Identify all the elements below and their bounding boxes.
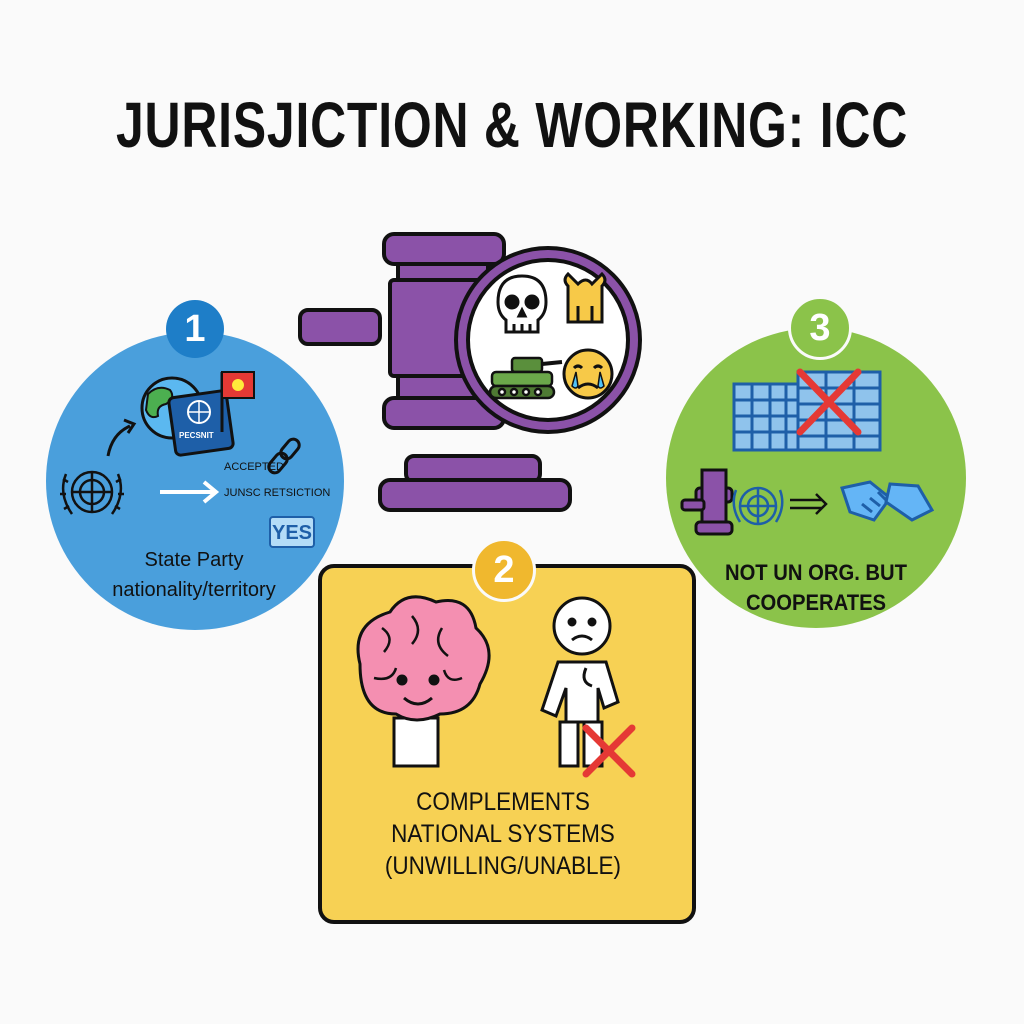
handshake-icon <box>840 480 935 522</box>
svg-text:nationality/territory: nationality/territory <box>112 579 275 601</box>
panel-3-badge: 3 <box>788 296 852 360</box>
chain-link-icon <box>267 437 301 475</box>
gavel-magnifier-illustration <box>298 232 642 512</box>
panel-1-illustration: PECSNIT ACCEPTED JUNSC RETSICTION YES St… <box>60 371 330 601</box>
gavel-icon <box>680 468 734 536</box>
gavel-icon <box>298 232 572 512</box>
broken-chain-icon <box>563 271 607 324</box>
passport-icon <box>167 389 235 457</box>
svg-text:ACCEPTED: ACCEPTED <box>224 461 284 473</box>
yes-badge <box>269 516 315 548</box>
tank-icon <box>488 356 563 400</box>
un-building-icon <box>732 370 882 452</box>
svg-text:NATIONAL SYSTEMS: NATIONAL SYSTEMS <box>391 820 615 848</box>
flag-icon <box>220 371 255 432</box>
panel-3-illustration: NOT UN ORG. BUT COOPERATES <box>680 368 935 615</box>
page-title: JURISJICTION & WORKING: ICC <box>115 89 909 161</box>
panel-2-badge: 2 <box>472 538 536 602</box>
svg-text:State Party: State Party <box>145 549 244 571</box>
un-emblem-icon <box>60 470 124 515</box>
arrow-right-icon <box>160 480 220 504</box>
sad-person-icon <box>540 596 620 768</box>
svg-text:NOT UN ORG. BUT: NOT UN ORG. BUT <box>725 561 907 585</box>
svg-text:COMPLEMENTS: COMPLEMENTS <box>416 788 590 816</box>
svg-text:YES: YES <box>272 522 312 544</box>
magnifying-glass-icon <box>454 246 642 434</box>
skull-icon <box>496 274 548 334</box>
brain-icon <box>356 595 491 768</box>
crying-face-icon <box>562 348 614 400</box>
un-emblem-icon <box>732 486 784 526</box>
red-x-icon <box>796 368 862 436</box>
svg-text:JUNSC RETSICTION: JUNSC RETSICTION <box>224 487 330 499</box>
panel-2-illustration: COMPLEMENTS NATIONAL SYSTEMS (UNWILLING/… <box>356 595 636 880</box>
svg-text:COOPERATES: COOPERATES <box>746 591 886 615</box>
svg-text:(UNWILLING/UNABLE): (UNWILLING/UNABLE) <box>385 852 621 880</box>
red-x-icon <box>582 724 636 778</box>
arrow-up-icon <box>106 424 131 457</box>
arrow-right-icon <box>790 493 828 515</box>
svg-text:PECSNIT: PECSNIT <box>179 431 214 440</box>
panel-1-badge: 1 <box>166 300 224 358</box>
